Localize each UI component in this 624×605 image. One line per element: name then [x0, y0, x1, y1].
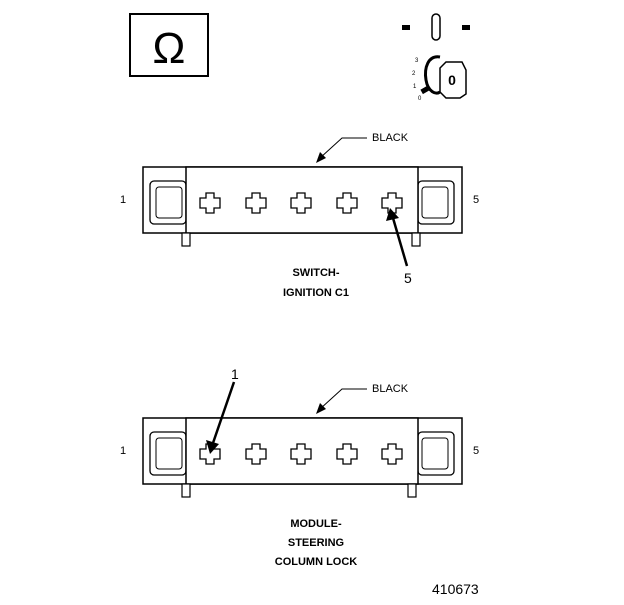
pin-1-label: 1 [120, 445, 126, 457]
connector-title-line3: COLUMN LOCK [275, 556, 358, 568]
wire-color-label: BLACK [372, 132, 409, 144]
wire-color-label: BLACK [372, 383, 409, 395]
wire-color-leader [319, 137, 367, 159]
callout-number: 5 [404, 270, 412, 286]
callout-arrow [391, 217, 409, 267]
pin-5-label: 5 [473, 194, 479, 206]
wire-color-leader [319, 388, 367, 410]
ohmmeter-icon: Ω [129, 13, 209, 77]
callout-number: 1 [231, 366, 239, 382]
callout-arrow [211, 381, 236, 444]
ohm-symbol: Ω [153, 24, 186, 73]
connector-title-line2: STEERING [288, 537, 344, 549]
pin-5-label: 5 [473, 445, 479, 457]
pin-1-label: 1 [120, 194, 126, 206]
connector-switch-ignition-c1: BLACK 1 5 5 SWITCH- IGNITION C1 [120, 132, 479, 299]
figure-number: 410673 [432, 581, 479, 597]
position-3: 3 [415, 58, 419, 64]
position-2: 2 [412, 71, 416, 77]
ignition-switch-icon: 0 3 2 1 0 [402, 13, 470, 102]
key-position-label: 0 [448, 72, 456, 88]
position-0: 0 [418, 96, 422, 102]
connector-module-steering-column-lock: BLACK 1 5 1 MODULE- STEERING COLUMN LOCK [120, 366, 479, 568]
connector-title-line1: MODULE- [290, 518, 342, 530]
connector-title-line2: IGNITION C1 [283, 287, 349, 299]
position-1: 1 [413, 84, 417, 90]
connector-title-line1: SWITCH- [292, 267, 339, 279]
